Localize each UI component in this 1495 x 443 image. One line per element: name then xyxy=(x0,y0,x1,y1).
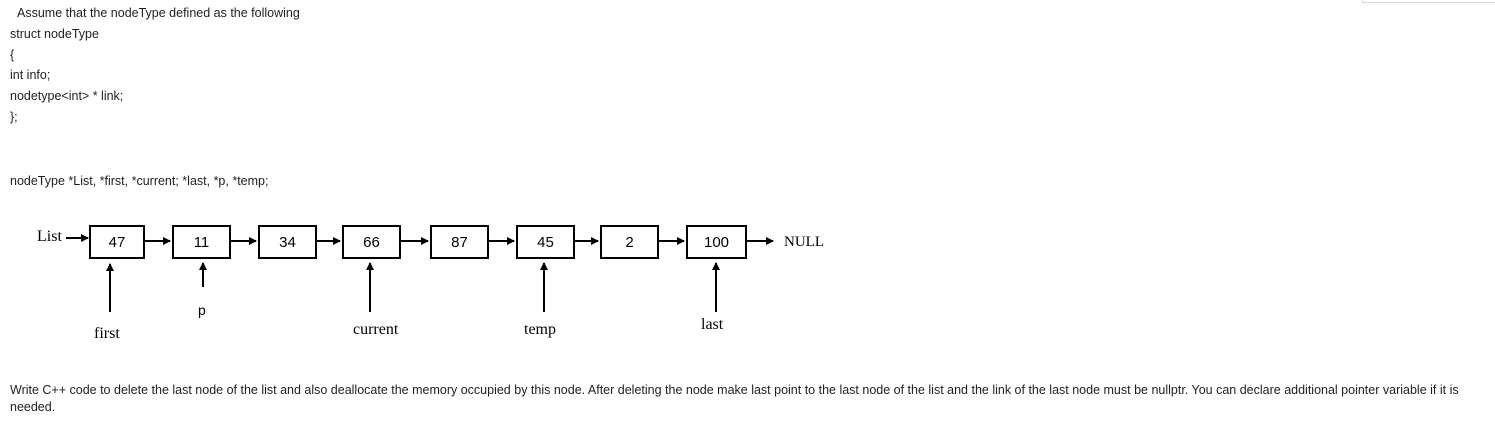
list-node: 100 xyxy=(686,225,747,259)
temp-pointer-label: temp xyxy=(524,321,556,338)
list-node: 45 xyxy=(516,225,575,259)
code-line-struct: struct nodeType xyxy=(10,27,99,41)
null-label: NULL xyxy=(784,234,824,250)
p-pointer-label: p xyxy=(198,302,206,318)
intro-text: Assume that the nodeType defined as the … xyxy=(17,6,300,20)
first-pointer-label: first xyxy=(94,325,120,342)
code-line-link: nodetype<int> * link; xyxy=(10,89,124,103)
list-node: 47 xyxy=(89,225,145,259)
declaration-text: nodeType *List, *first, *current; *last,… xyxy=(10,174,269,188)
list-node: 87 xyxy=(430,225,489,259)
code-line-close-brace: }; xyxy=(10,110,18,124)
code-line-info: int info; xyxy=(10,68,51,82)
list-node: 11 xyxy=(172,225,231,259)
top-right-edge xyxy=(1362,0,1495,3)
list-node: 2 xyxy=(600,225,659,259)
list-node: 66 xyxy=(342,225,401,259)
code-line-open-brace: { xyxy=(10,48,15,62)
question-text: Write C++ code to delete the last node o… xyxy=(10,383,1459,414)
last-pointer-label: last xyxy=(701,316,724,333)
list-label: List xyxy=(37,228,62,245)
current-pointer-label: current xyxy=(353,321,399,338)
list-node: 34 xyxy=(258,225,317,259)
